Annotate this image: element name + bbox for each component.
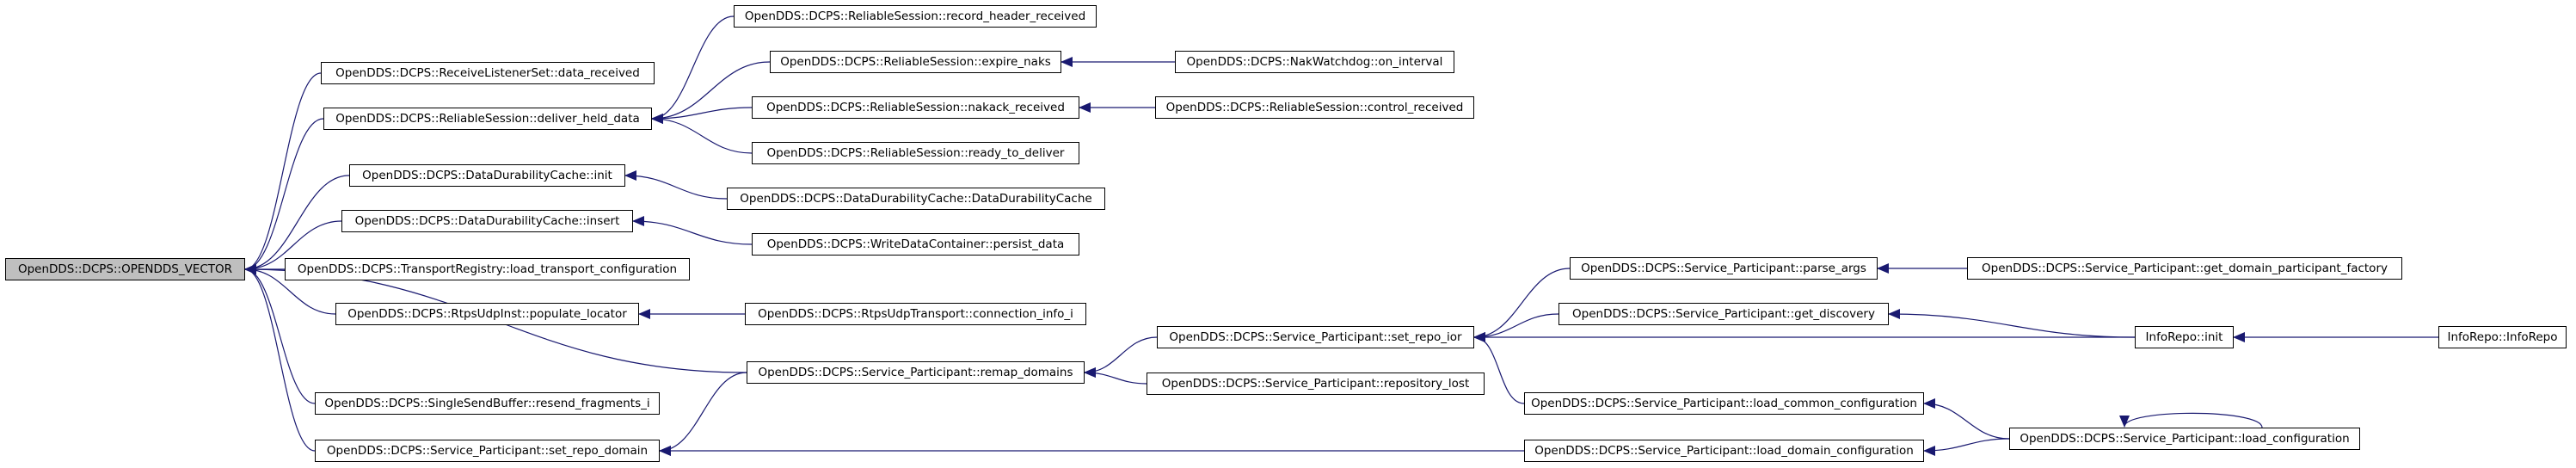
edge-inforepo-init-to-sp-get-discovery [1888, 309, 2136, 338]
edge-sp-get-discovery-to-sp-set-repo-ior [1473, 313, 1559, 342]
node-sp-get-discovery[interactable]: OpenDDS::DCPS::Service_Participant::get_… [1559, 303, 1889, 325]
node-nw-on-interval[interactable]: OpenDDS::DCPS::NakWatchdog::on_interval [1175, 51, 1454, 73]
edge-ddc-init-to-root [244, 175, 350, 274]
edge-sp-set-repo-domain-to-root [244, 264, 316, 452]
node-rs-expire-naks[interactable]: OpenDDS::DCPS::ReliableSession::expire_n… [770, 51, 1061, 73]
edge-rui-populate-locator-to-root [244, 264, 336, 315]
edge-sp-parse-args-to-sp-set-repo-ior [1473, 268, 1571, 342]
edge-sp-set-repo-ior-to-sp-remap-domains [1084, 336, 1158, 378]
edge-rs-deliver-held-data-to-root [244, 118, 324, 274]
node-rut-connection-info-i[interactable]: OpenDDS::DCPS::RtpsUdpTransport::connect… [745, 303, 1086, 325]
node-rls-data-received[interactable]: OpenDDS::DCPS::ReceiveListenerSet::data_… [321, 62, 655, 84]
node-ddc-init[interactable]: OpenDDS::DCPS::DataDurabilityCache::init [349, 164, 625, 187]
node-rs-record-header-received[interactable]: OpenDDS::DCPS::ReliableSession::record_h… [734, 5, 1097, 28]
node-sp-set-repo-domain[interactable]: OpenDDS::DCPS::Service_Participant::set_… [315, 440, 660, 462]
node-inforepo-init[interactable]: InfoRepo::init [2135, 326, 2234, 348]
edge-ddc-insert-to-root [244, 220, 342, 274]
node-sp-parse-args[interactable]: OpenDDS::DCPS::Service_Participant::pars… [1570, 257, 1878, 280]
node-ddc-ctor[interactable]: OpenDDS::DCPS::DataDurabilityCache::Data… [727, 188, 1105, 210]
edge-rls-data-received-to-root [244, 72, 322, 274]
edge-sp-load-configuration-to-sp-load-common-configuration [1923, 398, 2010, 440]
node-root[interactable]: OpenDDS::DCPS::OPENDDS_VECTOR [5, 258, 245, 280]
edge-wdc-persist-data-to-ddc-insert [632, 216, 753, 245]
node-sp-repository-lost[interactable]: OpenDDS::DCPS::Service_Participant::repo… [1147, 373, 1485, 395]
node-sp-remap-domains[interactable]: OpenDDS::DCPS::Service_Participant::rema… [747, 361, 1085, 384]
node-rs-ready-to-deliver[interactable]: OpenDDS::DCPS::ReliableSession::ready_to… [752, 142, 1079, 164]
node-rs-nakack-received[interactable]: OpenDDS::DCPS::ReliableSession::nakack_r… [752, 96, 1079, 119]
edge-sp-load-configuration-to-sp-load-configuration [2119, 412, 2263, 428]
node-rs-deliver-held-data[interactable]: OpenDDS::DCPS::ReliableSession::deliver_… [323, 108, 652, 130]
node-rs-control-received[interactable]: OpenDDS::DCPS::ReliableSession::control_… [1155, 96, 1474, 119]
edge-sp-repository-lost-to-sp-remap-domains [1084, 367, 1147, 385]
edge-ssb-resend-fragments-i-to-root [244, 264, 316, 404]
node-sp-load-common-configuration[interactable]: OpenDDS::DCPS::Service_Participant::load… [1524, 392, 1924, 415]
edge-rs-ready-to-deliver-to-rs-deliver-held-data [651, 114, 753, 154]
node-sp-get-domain-participant-factory[interactable]: OpenDDS::DCPS::Service_Participant::get_… [1967, 257, 2402, 280]
node-ddc-insert[interactable]: OpenDDS::DCPS::DataDurabilityCache::inse… [341, 210, 633, 232]
node-sp-load-domain-configuration[interactable]: OpenDDS::DCPS::Service_Participant::load… [1524, 440, 1924, 462]
node-tr-load-transport-configuration[interactable]: OpenDDS::DCPS::TransportRegistry::load_t… [285, 258, 690, 280]
edge-sp-remap-domains-to-sp-set-repo-domain [659, 372, 747, 456]
edge-rs-expire-naks-to-rs-deliver-held-data [651, 61, 771, 124]
edge-rs-record-header-received-to-rs-deliver-held-data [651, 15, 735, 124]
node-sp-set-repo-ior[interactable]: OpenDDS::DCPS::Service_Participant::set_… [1157, 326, 1474, 348]
node-inforepo-ctor[interactable]: InfoRepo::InfoRepo [2438, 326, 2567, 348]
edge-rs-nakack-received-to-rs-deliver-held-data [651, 107, 753, 124]
edge-sp-load-configuration-to-sp-load-domain-configuration [1923, 438, 2010, 456]
node-sp-load-configuration[interactable]: OpenDDS::DCPS::Service_Participant::load… [2009, 428, 2360, 450]
node-rui-populate-locator[interactable]: OpenDDS::DCPS::RtpsUdpInst::populate_loc… [335, 303, 639, 325]
edge-ddc-ctor-to-ddc-init [624, 170, 728, 200]
node-ssb-resend-fragments-i[interactable]: OpenDDS::DCPS::SingleSendBuffer::resend_… [315, 392, 660, 415]
node-wdc-persist-data[interactable]: OpenDDS::DCPS::WriteDataContainer::persi… [752, 233, 1079, 256]
edge-sp-load-common-configuration-to-sp-set-repo-ior [1473, 332, 1525, 404]
